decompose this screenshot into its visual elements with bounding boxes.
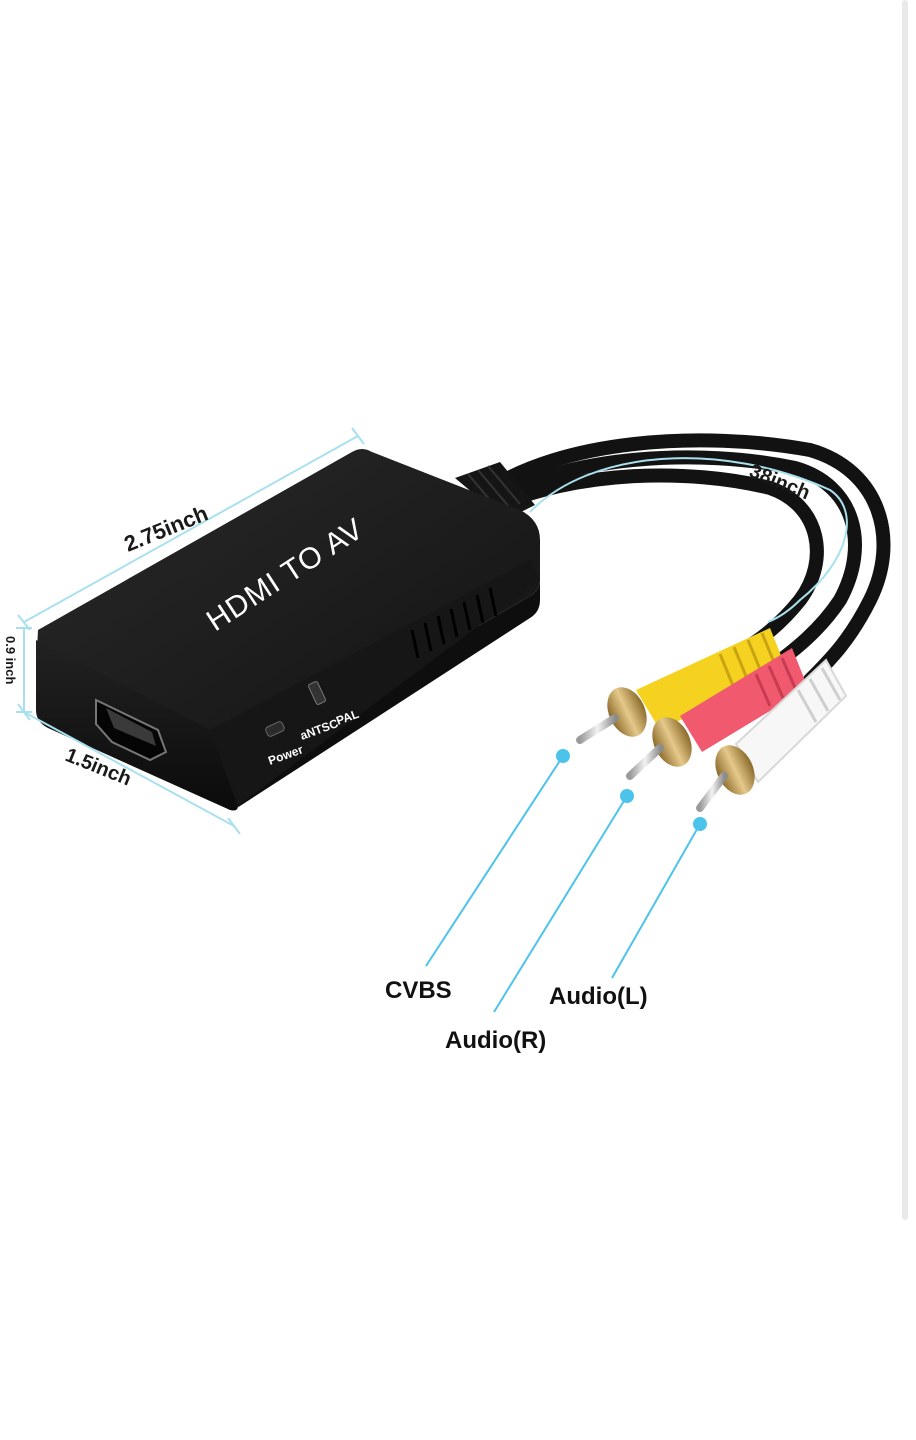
audio-l-label: Audio(L) bbox=[549, 983, 648, 1010]
hdmi-port bbox=[95, 698, 168, 762]
ntsc-pal-switch bbox=[307, 681, 327, 705]
page-scrollbar[interactable] bbox=[902, 0, 908, 1220]
audio-r-callout-dot bbox=[620, 789, 634, 803]
dimension-lines bbox=[16, 427, 848, 835]
audio-r-label: Audio(R) bbox=[445, 1027, 546, 1054]
yellow-rca-plug bbox=[576, 628, 786, 744]
converter-box bbox=[36, 449, 540, 811]
audio-l-callout-dot bbox=[693, 817, 707, 831]
white-rca-plug bbox=[696, 658, 848, 812]
vent-slots bbox=[410, 587, 498, 659]
height-dimension: 0.9 inch bbox=[3, 636, 18, 684]
callout-lines bbox=[425, 755, 701, 1013]
cvbs-label: CVBS bbox=[385, 977, 452, 1004]
red-rca-plug bbox=[626, 648, 808, 780]
av-cables bbox=[478, 433, 891, 687]
power-led bbox=[265, 721, 285, 737]
cvbs-callout-dot bbox=[556, 749, 570, 763]
